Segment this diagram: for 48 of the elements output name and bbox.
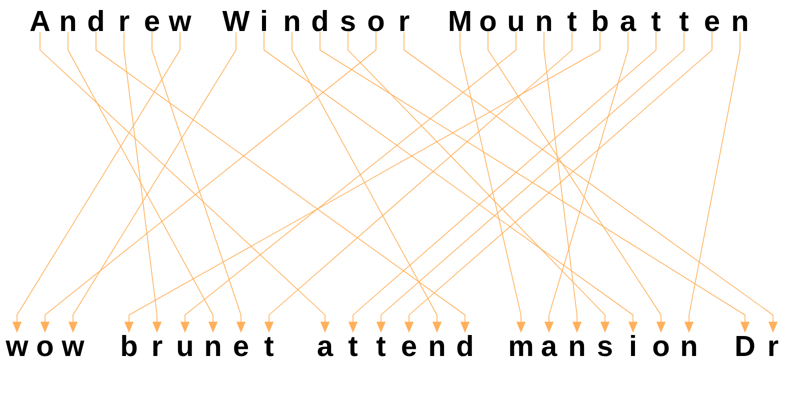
letter: o	[653, 340, 669, 356]
letter: e	[705, 15, 720, 32]
letter: s	[340, 15, 355, 32]
letter: m	[510, 340, 532, 356]
letter: n	[285, 15, 300, 31]
letter: e	[234, 340, 248, 356]
letter: b	[122, 334, 137, 356]
letter: M	[450, 11, 470, 31]
letter: e	[145, 15, 160, 32]
letter: t	[264, 337, 274, 356]
letter: d	[312, 10, 327, 32]
letter: o	[480, 15, 496, 32]
letter: D	[736, 336, 754, 356]
letter: o	[368, 15, 384, 32]
letter: t	[680, 12, 688, 32]
letter: i	[631, 334, 635, 356]
letter: W	[222, 11, 250, 31]
letter: r	[400, 15, 410, 31]
letter: r	[120, 15, 130, 31]
letter: n	[430, 340, 444, 356]
letter: u	[178, 340, 192, 356]
letter: t	[376, 337, 386, 356]
letter: r	[153, 340, 162, 356]
letter: r	[769, 340, 778, 356]
letter: t	[652, 12, 660, 32]
letter: w	[168, 16, 192, 31]
letter: t	[348, 337, 358, 356]
letter: d	[88, 10, 103, 32]
letter: a	[620, 15, 636, 32]
letter: n	[682, 340, 696, 356]
letter: s	[598, 340, 612, 356]
letter: a	[318, 340, 334, 356]
letter: d	[457, 334, 472, 356]
letter: i	[262, 10, 266, 31]
letter: e	[402, 340, 416, 356]
letter: t	[568, 12, 576, 32]
letter: w	[6, 340, 28, 356]
letter: b	[593, 10, 608, 32]
letter: w	[62, 340, 84, 356]
letter: A	[30, 11, 50, 31]
letter: n	[61, 15, 76, 31]
letter: n	[733, 15, 748, 31]
letter: n	[537, 15, 552, 31]
letter: u	[508, 16, 523, 32]
letter: n	[206, 340, 220, 356]
letter: a	[542, 340, 558, 356]
letter: n	[570, 340, 584, 356]
letter: o	[37, 340, 53, 356]
